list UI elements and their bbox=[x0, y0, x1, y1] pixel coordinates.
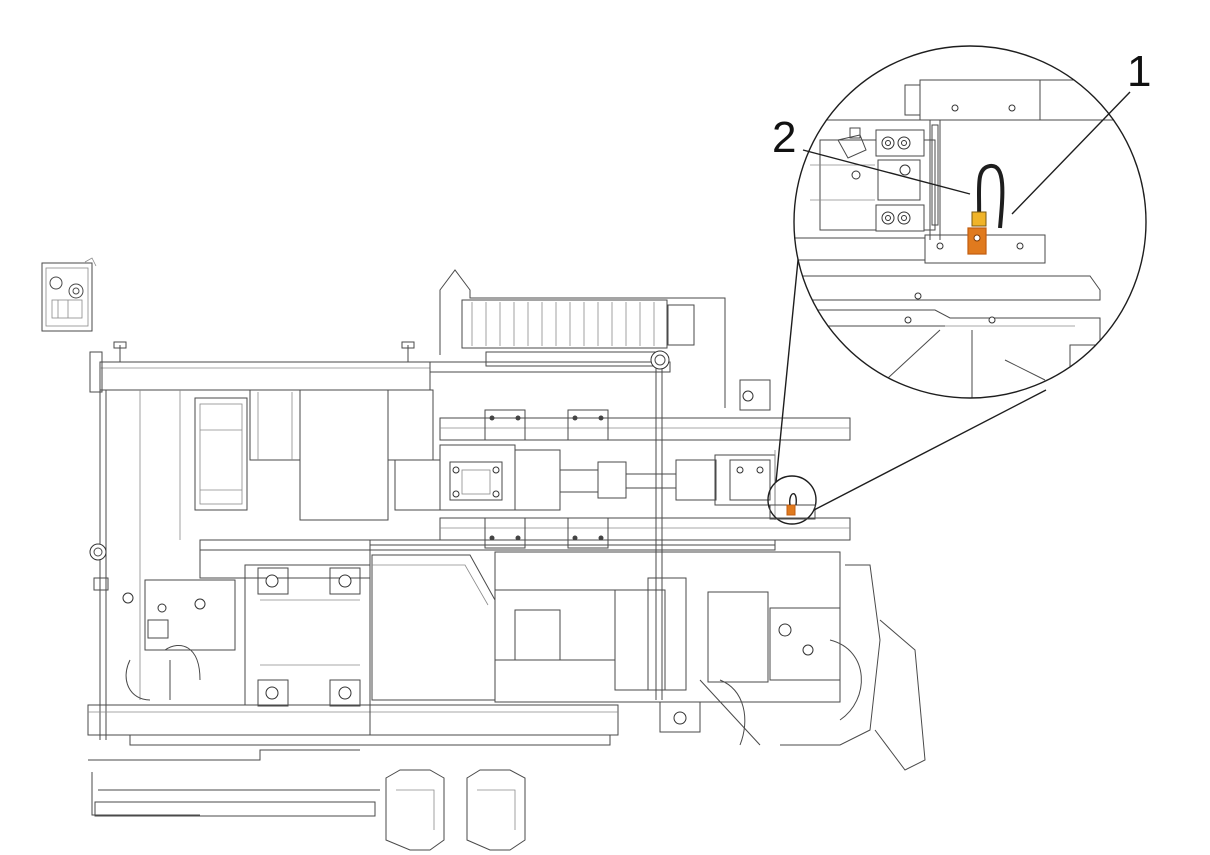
lower-right-section bbox=[494, 551, 926, 771]
callout-2-label: 2 bbox=[772, 113, 796, 162]
base-feet bbox=[88, 749, 526, 851]
left-lower-assembly bbox=[89, 543, 496, 707]
top-conveyor bbox=[429, 269, 771, 411]
sensor-detail-source bbox=[767, 475, 817, 525]
leader-lines bbox=[802, 91, 1131, 215]
main-frame bbox=[87, 341, 776, 746]
magnifier-connector bbox=[775, 239, 1047, 511]
linear-axis bbox=[394, 368, 851, 700]
control-panel bbox=[41, 257, 97, 332]
detail-magnifier bbox=[793, 45, 1147, 399]
callout-1-label: 1 bbox=[1127, 47, 1151, 96]
sensor-bracket bbox=[810, 127, 936, 232]
cable-sensor bbox=[967, 164, 1005, 255]
